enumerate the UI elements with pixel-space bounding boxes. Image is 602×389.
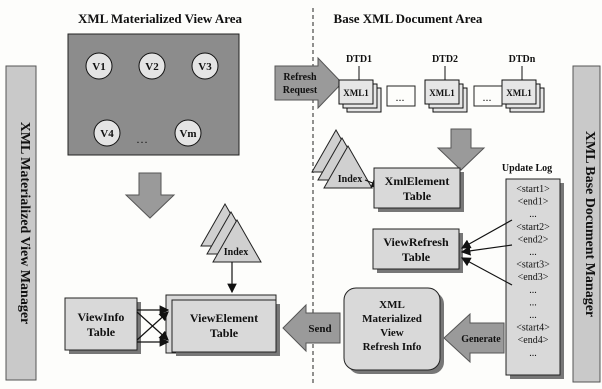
viewelement-table [171,299,277,353]
refresh-request-label-line2: Request [283,85,318,96]
dtd-ellipsis-box-1 [386,85,416,107]
viewinfo-link-3 [136,311,169,341]
left-manager-label: XML Materialized View Manager [17,122,32,325]
viewelement-table-label-line2: Table [210,326,239,340]
send-label: Send [308,323,331,335]
log-to-viewrefresh-line-2 [460,244,513,256]
viewelement-table-label-line1: ViewElement [190,311,258,325]
dtd-ellipsis-2: ... [483,90,492,104]
refresh-request-arrow [274,56,343,110]
viewinfo-table-label-line2: Table [87,325,116,339]
xmlelement-table [373,167,461,209]
dtd-label: DTD2 [432,54,458,65]
log-to-viewrefresh-line-3 [460,257,513,286]
xmlelement-table-label-line2: Table [403,189,432,203]
right-manager-label: XML Base Document Manager [582,131,597,317]
update-log-entry: ... [529,348,537,359]
right-area-header: Base XML Document Area [334,11,483,26]
view-node-label: V4 [100,128,114,140]
update-log-entry: ... [529,297,537,308]
viewrefresh-table-label-line2: Table [402,250,431,264]
view-node-label: V3 [198,61,212,73]
xmlelement-table-label-line1: XmlElement [385,174,450,188]
xml-document-page [424,79,460,105]
viewinfo-table [64,297,138,351]
update-log-entries: <start1> <end1>... <start2><end2>... <start… [516,184,550,359]
left-area-header: XML Materialized View Area [78,11,243,26]
dtd-label: DTDn [509,54,536,65]
view-area-down-arrow [124,172,176,219]
generate-label: Generate [461,334,501,345]
view-index-triangles [200,202,262,263]
update-log-entry: <start2> [516,222,550,233]
left-manager-bar [5,65,37,381]
viewrefresh-table-label-line1: ViewRefresh [383,235,449,249]
view-node-label: V1 [92,61,105,73]
base-index-label: Index [338,174,362,185]
refresh-request-label-line1: Refresh [283,72,317,83]
update-log-entry: ... [529,285,537,296]
view-node-1 [85,52,113,80]
log-to-viewrefresh-line-1 [460,219,513,249]
dtd-label: DTD1 [346,54,372,65]
update-log-title: Update Log [502,163,552,174]
update-log-entry: <start1> [516,184,550,195]
update-log-entry: <end2> [518,234,549,245]
update-log-box [505,178,561,376]
view-node-label: Vm [179,128,196,140]
view-node-2 [138,52,166,80]
xml-document-page [501,79,537,105]
update-log-entry: <start3> [516,260,550,271]
update-log-entry: ... [529,310,537,321]
refresh-info-line4: Refresh Info [363,341,422,353]
base-index-triangles [311,128,373,189]
xml-document-label: XML1 [506,88,532,98]
xml-document-label: XML1 [429,88,455,98]
right-manager-bar [572,65,601,383]
dtd-ellipsis-box-2 [473,85,503,107]
dtd-ellipsis-1: ... [396,90,405,104]
refresh-info-line3: View [380,327,403,339]
update-log-entry: <end1> [518,197,549,208]
view-node-label: V2 [145,61,159,73]
view-area-panel [67,33,240,156]
xml-document-label: XML1 [343,88,369,98]
view-node-3 [191,52,219,80]
update-log-entry: ... [529,247,537,258]
update-log-entry: <end3> [518,272,549,283]
xml-document-page [338,79,374,105]
view-node-5 [174,119,202,147]
document-area-down-arrow [436,128,486,171]
update-log-entry: <start4> [516,323,550,334]
view-index-label: Index [224,247,248,258]
viewrefresh-table [372,228,460,270]
refresh-info-line2: Materialized [362,313,422,325]
view-nodes-ellipsis: … [136,132,148,146]
generate-arrow [443,312,505,364]
view-node-4 [93,119,121,147]
viewinfo-table-label-line1: ViewInfo [78,310,125,324]
update-log-entry: ... [529,209,537,220]
refresh-info-line1: XML [379,299,405,311]
send-arrow [282,303,341,353]
refresh-info-box [343,287,441,371]
update-log-entry: <end4> [518,335,549,346]
